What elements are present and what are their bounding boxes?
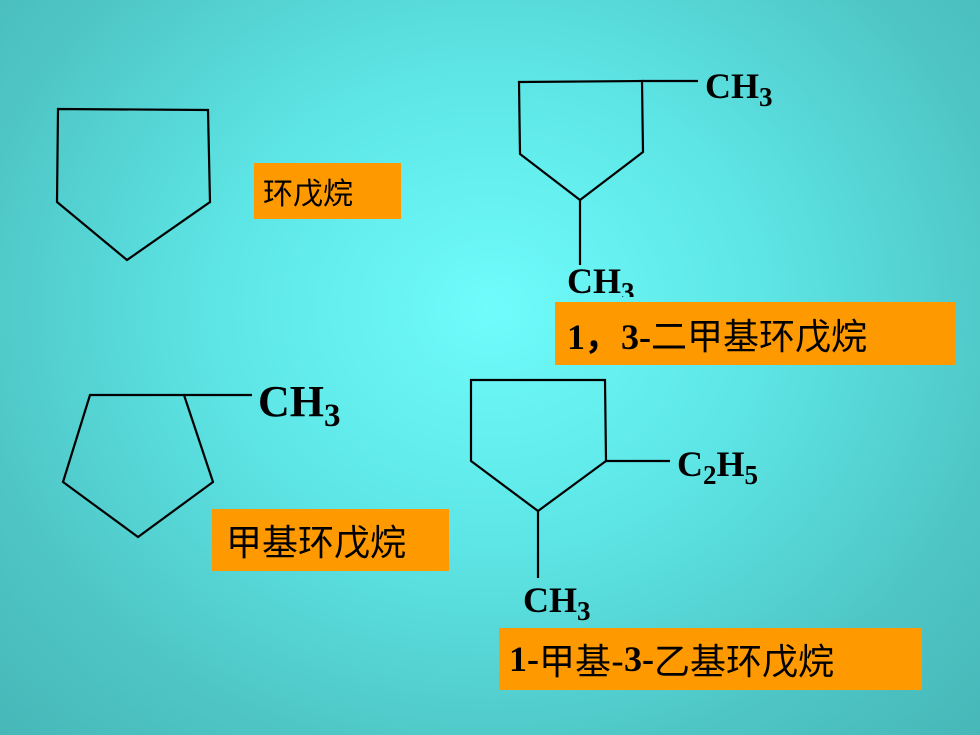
cyclopentane-label-text: 环戊烷 [263,177,353,212]
methylethyl-label: 1-甲基-3-乙基环戊烷 [499,628,922,690]
dimethyl-label-text: 二甲基环戊烷 [651,316,868,358]
methyl-ring [61,393,215,539]
dimethyl-ch3-bottom-sub: 3 [621,277,635,297]
methylethyl-c2h5: C2H5 [677,444,758,489]
methylethyl-h: H [716,444,745,484]
methylethyl-part2: 乙基环戊烷 [654,642,835,683]
methyl-label: 甲基环戊烷 [212,509,449,571]
methylethyl-part1: 甲基- [539,642,624,683]
dimethyl-ch3-top-ch: CH [705,66,759,106]
cyclopentane-label: 环戊烷 [254,163,401,219]
dimethyl-ch3-top-sub: 3 [759,82,773,113]
methylethyl-ch3-sub: 3 [577,596,591,627]
cyclopentane-ring [55,107,212,262]
dimethyl-ch3-bottom: CH3 [567,263,635,297]
methylethyl-ch3: CH3 [523,580,591,625]
methyl-ch3: CH3 [258,377,341,433]
methylethyl-c: C [677,444,703,484]
methylethyl-num1: 1- [509,639,539,679]
methyl-ch3-ch: CH [258,377,324,426]
methylethyl-h-sub: 5 [744,460,759,491]
dimethyl-ring [517,79,645,202]
dimethyl-ch3-top: CH3 [705,66,773,111]
dimethyl-label-number: 1，3- [567,316,651,357]
methylethyl-c-sub: 2 [703,460,717,491]
methyl-ch3-sub: 3 [324,397,341,434]
methylethyl-ch3-ch: CH [523,580,577,620]
methyl-label-text: 甲基环戊烷 [226,523,407,564]
methylethyl-num2: 3- [624,639,654,679]
dimethyl-ch3-bottom-ch: CH [567,263,621,297]
methylethyl-ring [469,378,608,513]
dimethyl-label: 1，3-二甲基环戊烷 [555,302,956,365]
